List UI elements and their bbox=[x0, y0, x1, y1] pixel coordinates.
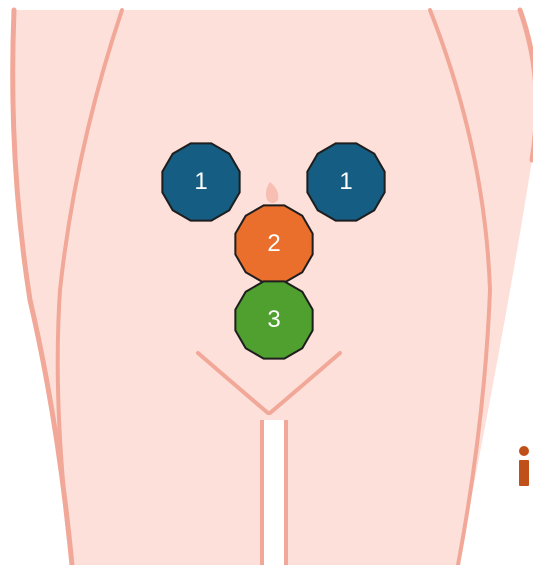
site-marker-3[interactable]: 3 bbox=[232, 278, 316, 362]
marker-shape bbox=[159, 140, 243, 224]
marker-shape bbox=[304, 140, 388, 224]
info-icon-glyph bbox=[512, 444, 533, 488]
site-marker-1-left[interactable]: 1 bbox=[159, 140, 243, 224]
crotch-gap bbox=[266, 420, 282, 565]
site-marker-2[interactable]: 2 bbox=[232, 202, 316, 286]
marker-shape bbox=[232, 202, 316, 286]
info-icon[interactable] bbox=[512, 444, 533, 488]
site-marker-1-right[interactable]: 1 bbox=[304, 140, 388, 224]
marker-shape bbox=[232, 278, 316, 362]
